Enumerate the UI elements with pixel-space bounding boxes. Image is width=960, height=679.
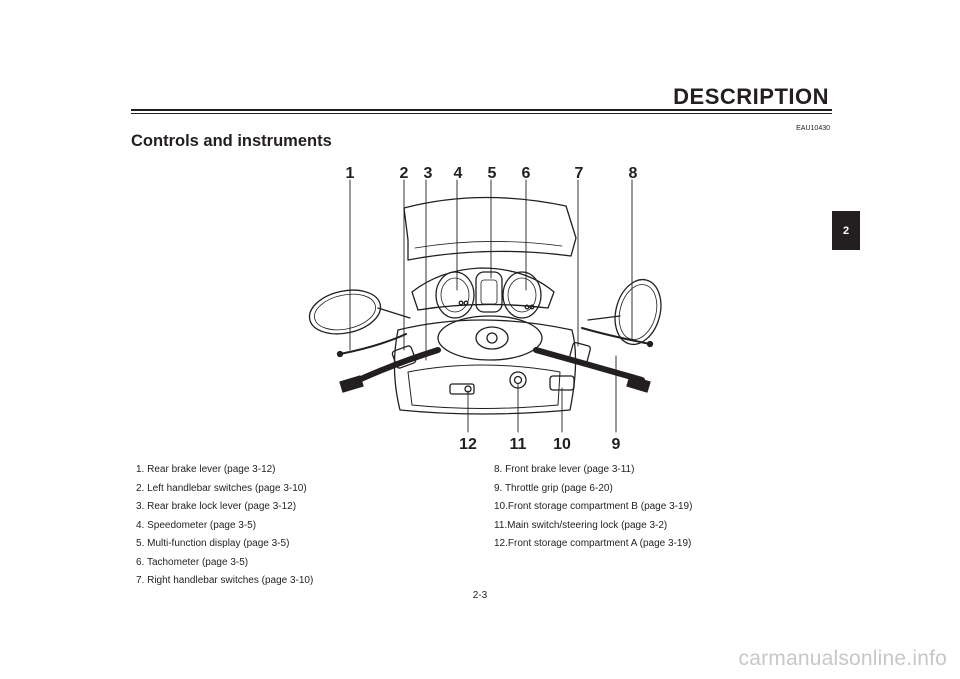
left-mirror bbox=[308, 289, 382, 335]
handlebar-hub bbox=[437, 315, 543, 361]
speedometer-dial bbox=[435, 271, 475, 319]
legend-left: 1. Rear brake lever (page 3-12) 2. Left … bbox=[136, 461, 466, 591]
legend-item: 7. Right handlebar switches (page 3-10) bbox=[136, 575, 314, 586]
callout-5: 5 bbox=[488, 165, 497, 182]
legend-item: 6. Tachometer (page 3-5) bbox=[136, 556, 249, 568]
callout-1: 1 bbox=[346, 165, 355, 182]
callout-3: 3 bbox=[424, 165, 433, 182]
legend-item: 2. Left handlebar switches (page 3-10) bbox=[136, 482, 307, 494]
callout-4: 4 bbox=[454, 165, 463, 182]
windshield bbox=[403, 196, 577, 261]
legend-item: 1. Rear brake lever (page 3-12) bbox=[136, 464, 276, 475]
callout-2: 2 bbox=[400, 165, 409, 182]
page-heading: Controls and instruments bbox=[131, 132, 332, 150]
callout-6: 6 bbox=[522, 165, 531, 182]
legend-item: 5. Multi-function display (page 3-5) bbox=[136, 538, 290, 549]
legend-item: 10.Front storage compartment B (page 3-1… bbox=[494, 501, 693, 512]
legend-item: 4. Speedometer (page 3-5) bbox=[136, 519, 257, 531]
callout-12: 12 bbox=[459, 436, 477, 453]
chapter-tab: 2 bbox=[832, 211, 860, 250]
legend-item: 11.Main switch/steering lock (page 3-2) bbox=[494, 519, 668, 531]
storage-compartment-a bbox=[449, 383, 475, 395]
callout-7: 7 bbox=[575, 165, 584, 182]
watermark: carmanualsonline.info bbox=[738, 647, 947, 670]
header-rule-thin bbox=[131, 113, 832, 114]
legend-right: 8. Front brake lever (page 3-11) 9. Thro… bbox=[494, 461, 824, 554]
callout-9: 9 bbox=[612, 436, 621, 453]
callout-11: 11 bbox=[510, 436, 527, 453]
left-switch-housing bbox=[391, 345, 417, 369]
legend-item: 8. Front brake lever (page 3-11) bbox=[494, 464, 635, 475]
document-code: EAU10430 bbox=[796, 125, 830, 132]
multi-function-display bbox=[475, 271, 503, 313]
callout-numbers-bottom: 12 11 10 9 bbox=[459, 436, 620, 453]
legend-item: 9. Throttle grip (page 6-20) bbox=[494, 482, 613, 494]
legend-item: 3. Rear brake lock lever (page 3-12) bbox=[136, 501, 297, 512]
right-mirror bbox=[614, 278, 662, 346]
legend-item: 12.Front storage compartment A (page 3-1… bbox=[494, 538, 692, 549]
callout-10: 10 bbox=[553, 436, 571, 453]
page-number: 2-3 bbox=[472, 590, 488, 601]
tachometer-dial bbox=[502, 271, 542, 319]
right-switch-housing bbox=[569, 342, 591, 364]
header-rule bbox=[131, 109, 832, 111]
section-title: DESCRIPTION bbox=[673, 84, 829, 109]
handlebar-illustration: 1 2 3 4 5 6 7 8 12 11 10 9 bbox=[308, 165, 662, 453]
callout-numbers-top: 1 2 3 4 5 6 7 8 bbox=[346, 165, 638, 182]
callout-8: 8 bbox=[629, 165, 638, 182]
